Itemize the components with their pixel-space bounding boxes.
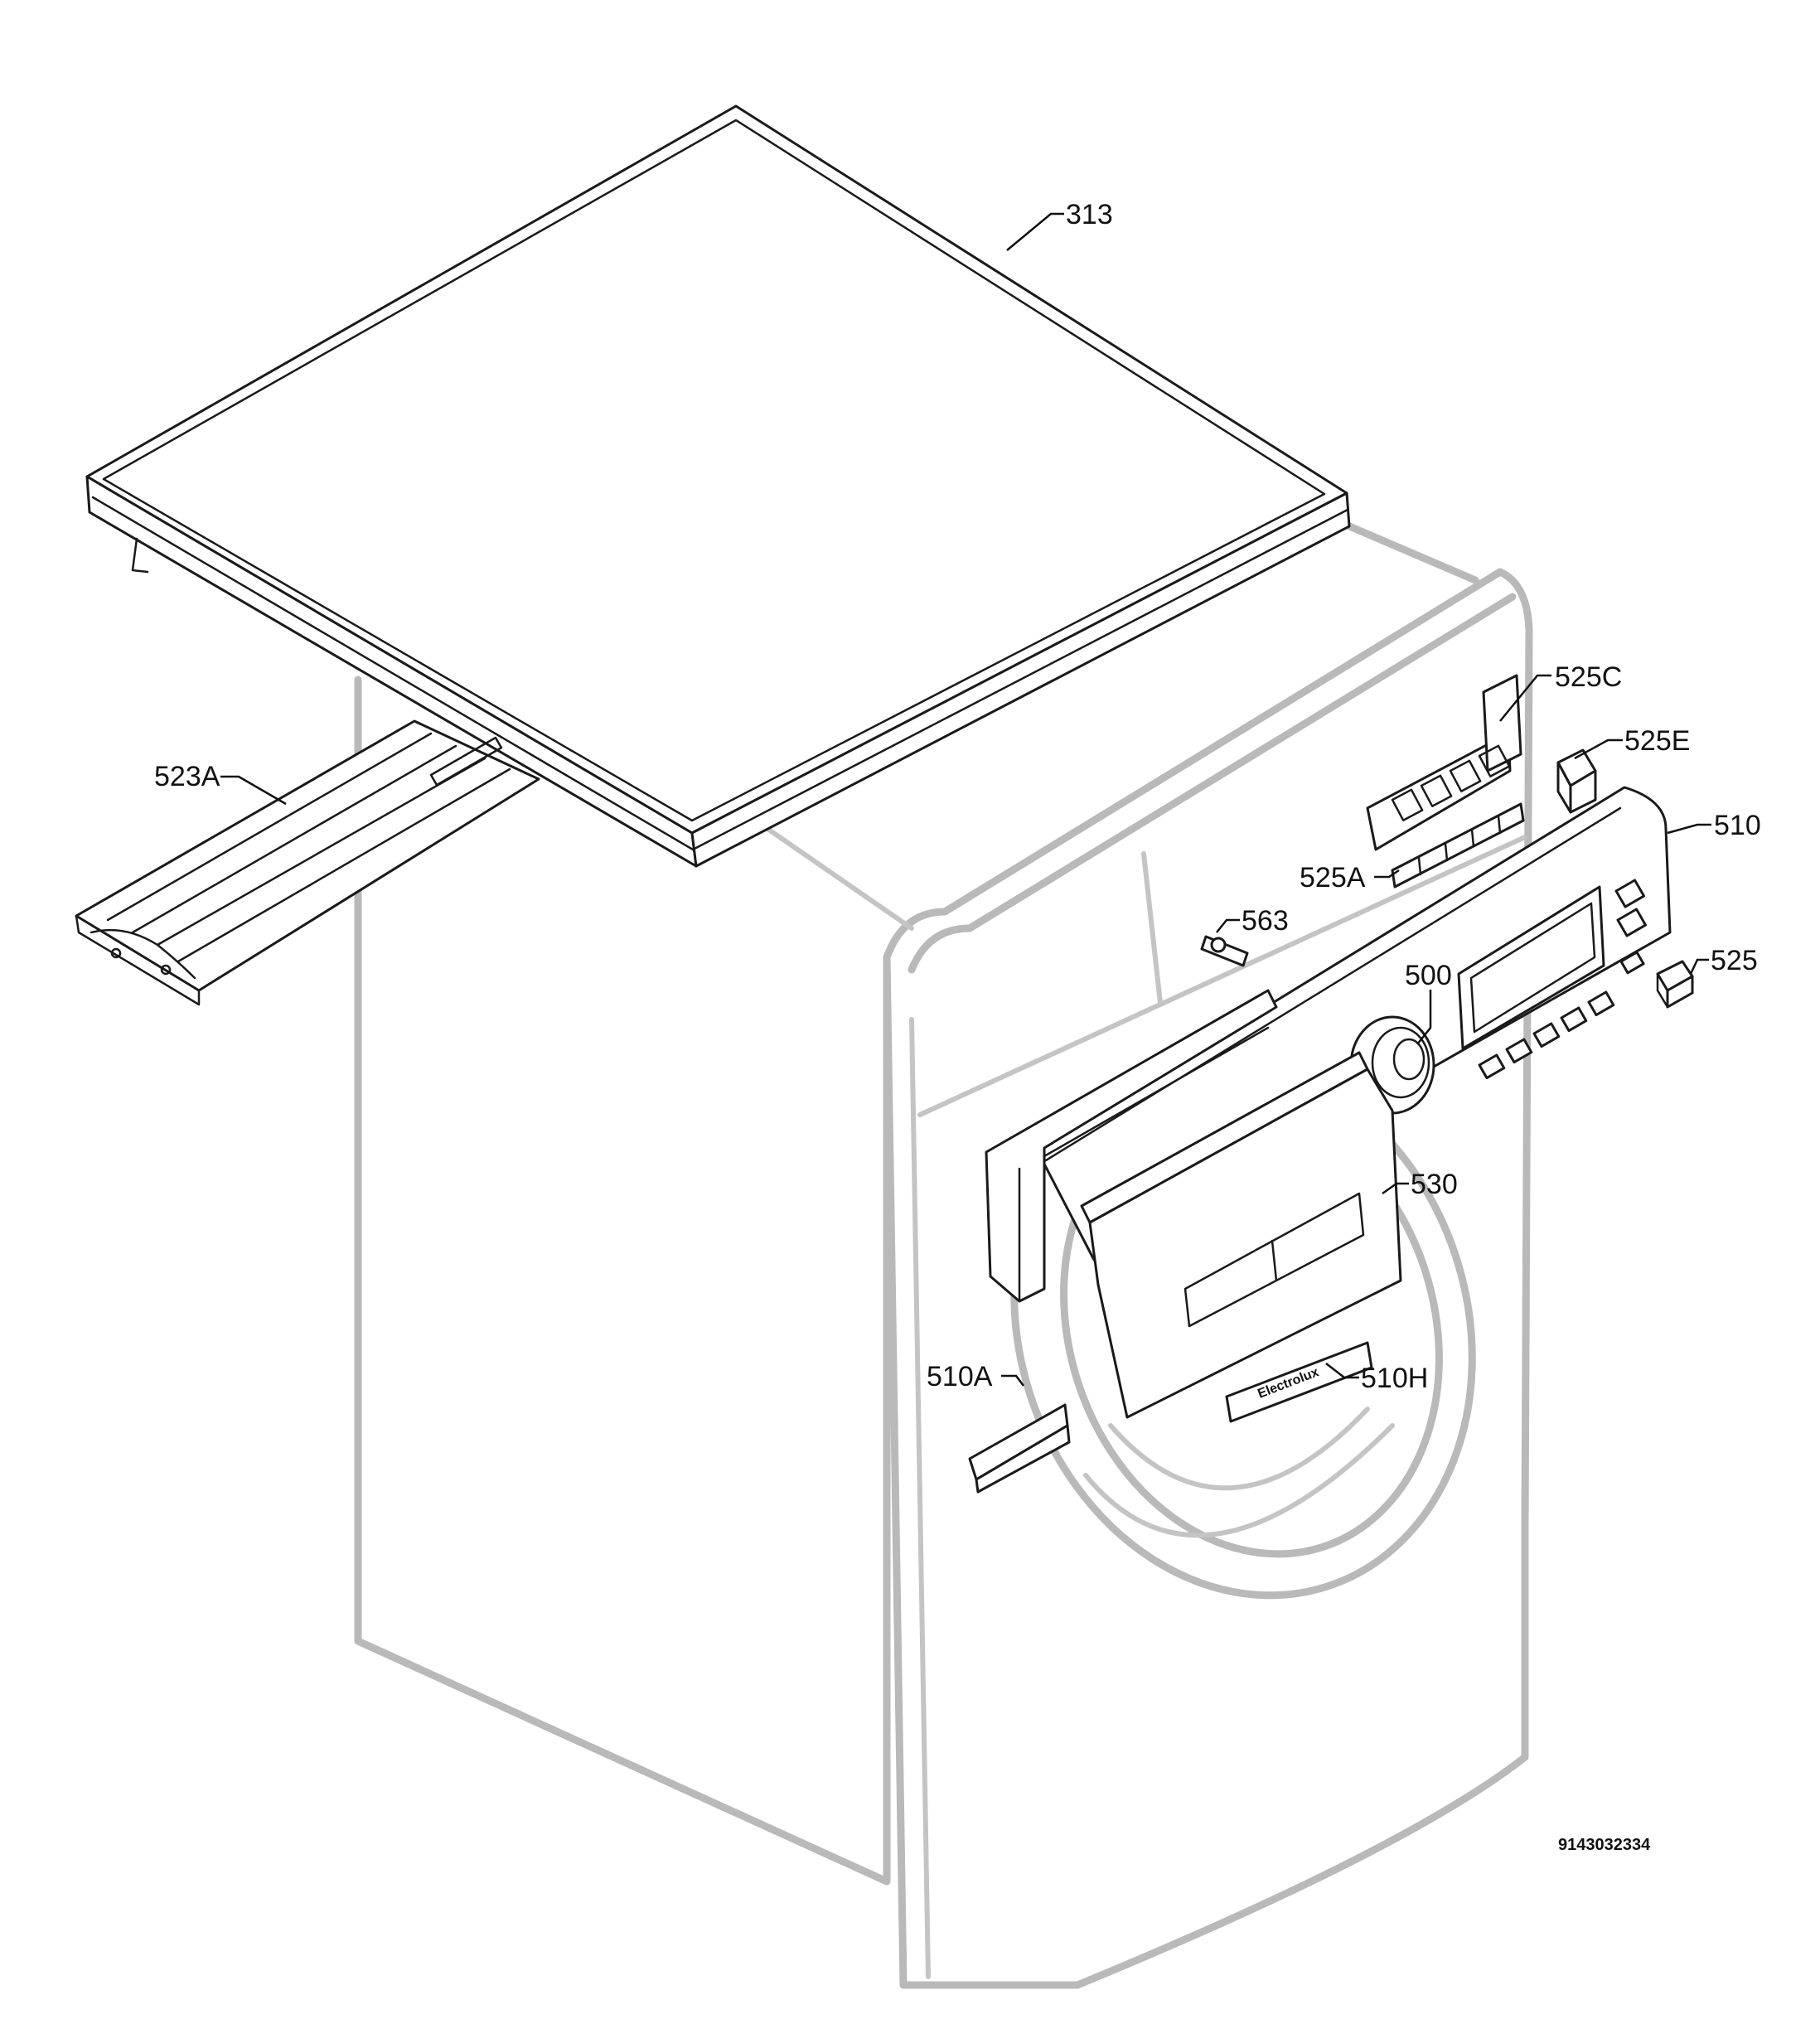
small-button-part-525E [1556, 748, 1597, 814]
dispenser-drawer-part-530 [1080, 1051, 1402, 1419]
electronic-module-part-525C [1366, 674, 1522, 851]
callout-525C: 525C [1555, 661, 1622, 693]
callout-525E: 525E [1624, 725, 1690, 757]
control-panel-part-510 [1034, 786, 1672, 1261]
pin-part-563 [1200, 935, 1249, 967]
callout-510: 510 [1714, 810, 1761, 841]
callout-500: 500 [1405, 960, 1452, 991]
callout-525A: 525A [1300, 862, 1366, 893]
callout-510A: 510A [927, 1361, 993, 1392]
callout-563: 563 [1242, 905, 1289, 937]
callout-523A: 523A [154, 761, 220, 792]
callout-525: 525 [1711, 945, 1758, 976]
leader-lines [220, 212, 1711, 1387]
callout-labels: 313 523A 525C 525E 510 525A 563 525 500 … [154, 199, 1761, 1854]
document-number: 9143032334 [1558, 1836, 1651, 1854]
callout-510H: 510H [1361, 1363, 1428, 1394]
dispenser-housing [985, 989, 1278, 1303]
callout-530: 530 [1411, 1169, 1458, 1200]
worktop-part-313 [85, 104, 1351, 868]
button-strip-part-525A [1391, 802, 1525, 889]
callout-313: 313 [1066, 199, 1113, 230]
switch-part-525 [1656, 960, 1694, 1009]
rear-rail-part-523A [75, 719, 540, 1006]
badge-part-510A [968, 1403, 1071, 1494]
